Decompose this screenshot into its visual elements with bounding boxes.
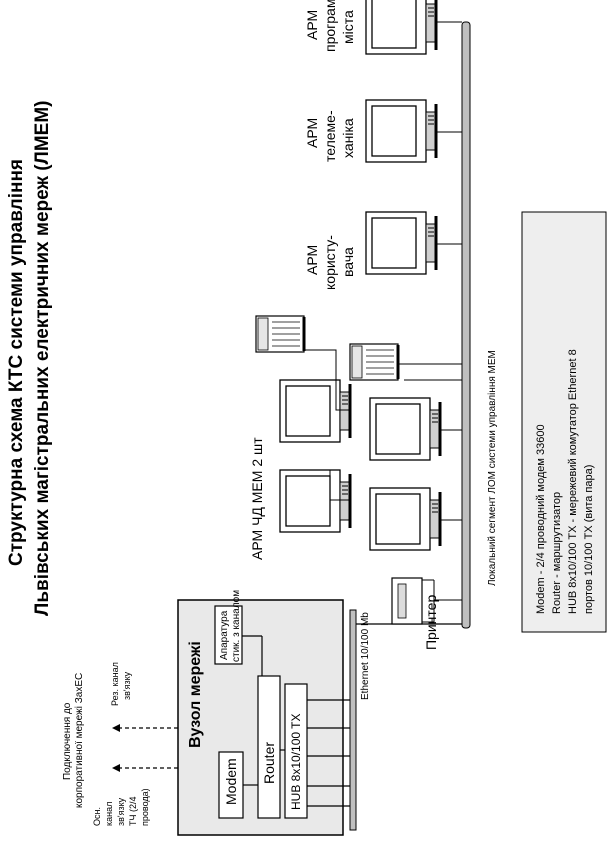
server-tower-2 [348, 342, 400, 382]
user-label-line3: вача [340, 247, 356, 277]
printer-icon [391, 577, 462, 625]
network-node-title: Вузол мережі [187, 641, 204, 748]
telemechanic-label-line3: ханіка [340, 118, 356, 158]
workstation-user: АРМ користу- вача [304, 210, 462, 290]
main-channel-line4: ТЧ (2/4 [128, 796, 138, 826]
lan-segment: Локальний сегмент ЛОМ системи управління… [461, 21, 498, 629]
legend-line4: портов 10/100 TX (вита пара) [583, 465, 595, 614]
telemechanic-monitor [364, 98, 438, 164]
main-channel-line1: Осн. [92, 807, 102, 826]
modem-box [218, 751, 244, 819]
title-line2: Львівських магістральних електричних мер… [32, 100, 53, 616]
legend-line1: Modem - 2/4 проводний модем 33600 [535, 424, 547, 614]
backup-channel-line2: зв'язку [122, 671, 132, 700]
workstation-telemechanic: АРМ телеме- ханіка [304, 98, 462, 164]
external-connections: Подключення до корпоративної мережі ЗахЕ… [62, 662, 178, 826]
ethernet-bus-bar [349, 609, 357, 831]
printer: Принтер [391, 577, 462, 650]
chd-mem-monitor-3 [368, 486, 442, 552]
programmer-monitor [364, 0, 438, 56]
apparatus-label-line2: стик. з каналом [231, 590, 242, 662]
channel-arrows [112, 724, 178, 772]
apparatus-label-line1: Апаратура [219, 610, 230, 660]
programmer-label-line3: міста [340, 10, 356, 44]
lan-segment-label: Локальний сегмент ЛОМ системи управління… [487, 350, 498, 586]
title-line1: Структурна схема КТС системи управління [6, 159, 27, 566]
legend: Modem - 2/4 проводний модем 33600 Router… [521, 211, 607, 633]
modem-label: Modem [223, 758, 239, 805]
telemechanic-label-line2: телеме- [322, 110, 338, 162]
corporate-connection-line1: Подключення до [62, 702, 73, 780]
node-internal-links [242, 635, 352, 807]
main-channel-line5: провода) [140, 788, 150, 826]
router-label: Router [261, 742, 277, 784]
legend-line3: HUB 8x10/100 TX - мережевий комутатор Et… [567, 349, 579, 614]
main-channel-line2: канал [104, 802, 114, 826]
main-channel-label: Осн. канал зв'язку ТЧ (2/4 провода) [92, 788, 150, 826]
backup-channel-label: Рез. канал зв'язку [110, 662, 132, 706]
main-channel-line3: зв'язку [116, 797, 126, 826]
hub-box [284, 683, 308, 819]
network-node: Вузол мережі Modem Router HUB 8x10/100 T… [177, 590, 352, 836]
user-label-line1: АРМ [304, 245, 320, 275]
chd-mem-label: АРМ ЧД МЕМ 2 шт [249, 437, 265, 560]
legend-line2: Router - маршрутизатор [551, 492, 563, 614]
user-monitor [364, 210, 438, 276]
chd-mem-monitor-2 [278, 378, 352, 444]
printer-label: Принтер [423, 595, 439, 650]
backup-channel-line1: Рез. канал [110, 662, 120, 706]
telemechanic-label-line1: АРМ [304, 118, 320, 148]
lan-segment-bus [461, 21, 471, 629]
hub-label: HUB 8x10/100 TX [289, 714, 303, 811]
workstation-programmer: АРМ програмі- міста [304, 0, 462, 56]
legend-box [521, 211, 607, 633]
apparatus-box [214, 605, 243, 665]
server-tower-1 [254, 314, 306, 354]
chd-mem-monitor-1 [278, 468, 352, 534]
ethernet-label: Ethernet 10/100 Mb [360, 612, 371, 700]
corporate-connection-line2: корпоративної мережі ЗахЕС [74, 673, 85, 808]
router-box [257, 675, 281, 819]
programmer-label-line2: програмі- [322, 0, 338, 52]
workstation-chd-mem: АРМ ЧД МЕМ 2 шт [249, 314, 462, 560]
user-label-line2: користу- [322, 235, 338, 290]
chd-mem-links [304, 349, 462, 521]
ethernet-bus: Ethernet 10/100 Mb [349, 609, 470, 831]
programmer-label-line1: АРМ [304, 10, 320, 40]
chd-mem-monitor-4 [368, 396, 442, 462]
diagram-title: Структурна схема КТС системи управління … [6, 100, 53, 616]
